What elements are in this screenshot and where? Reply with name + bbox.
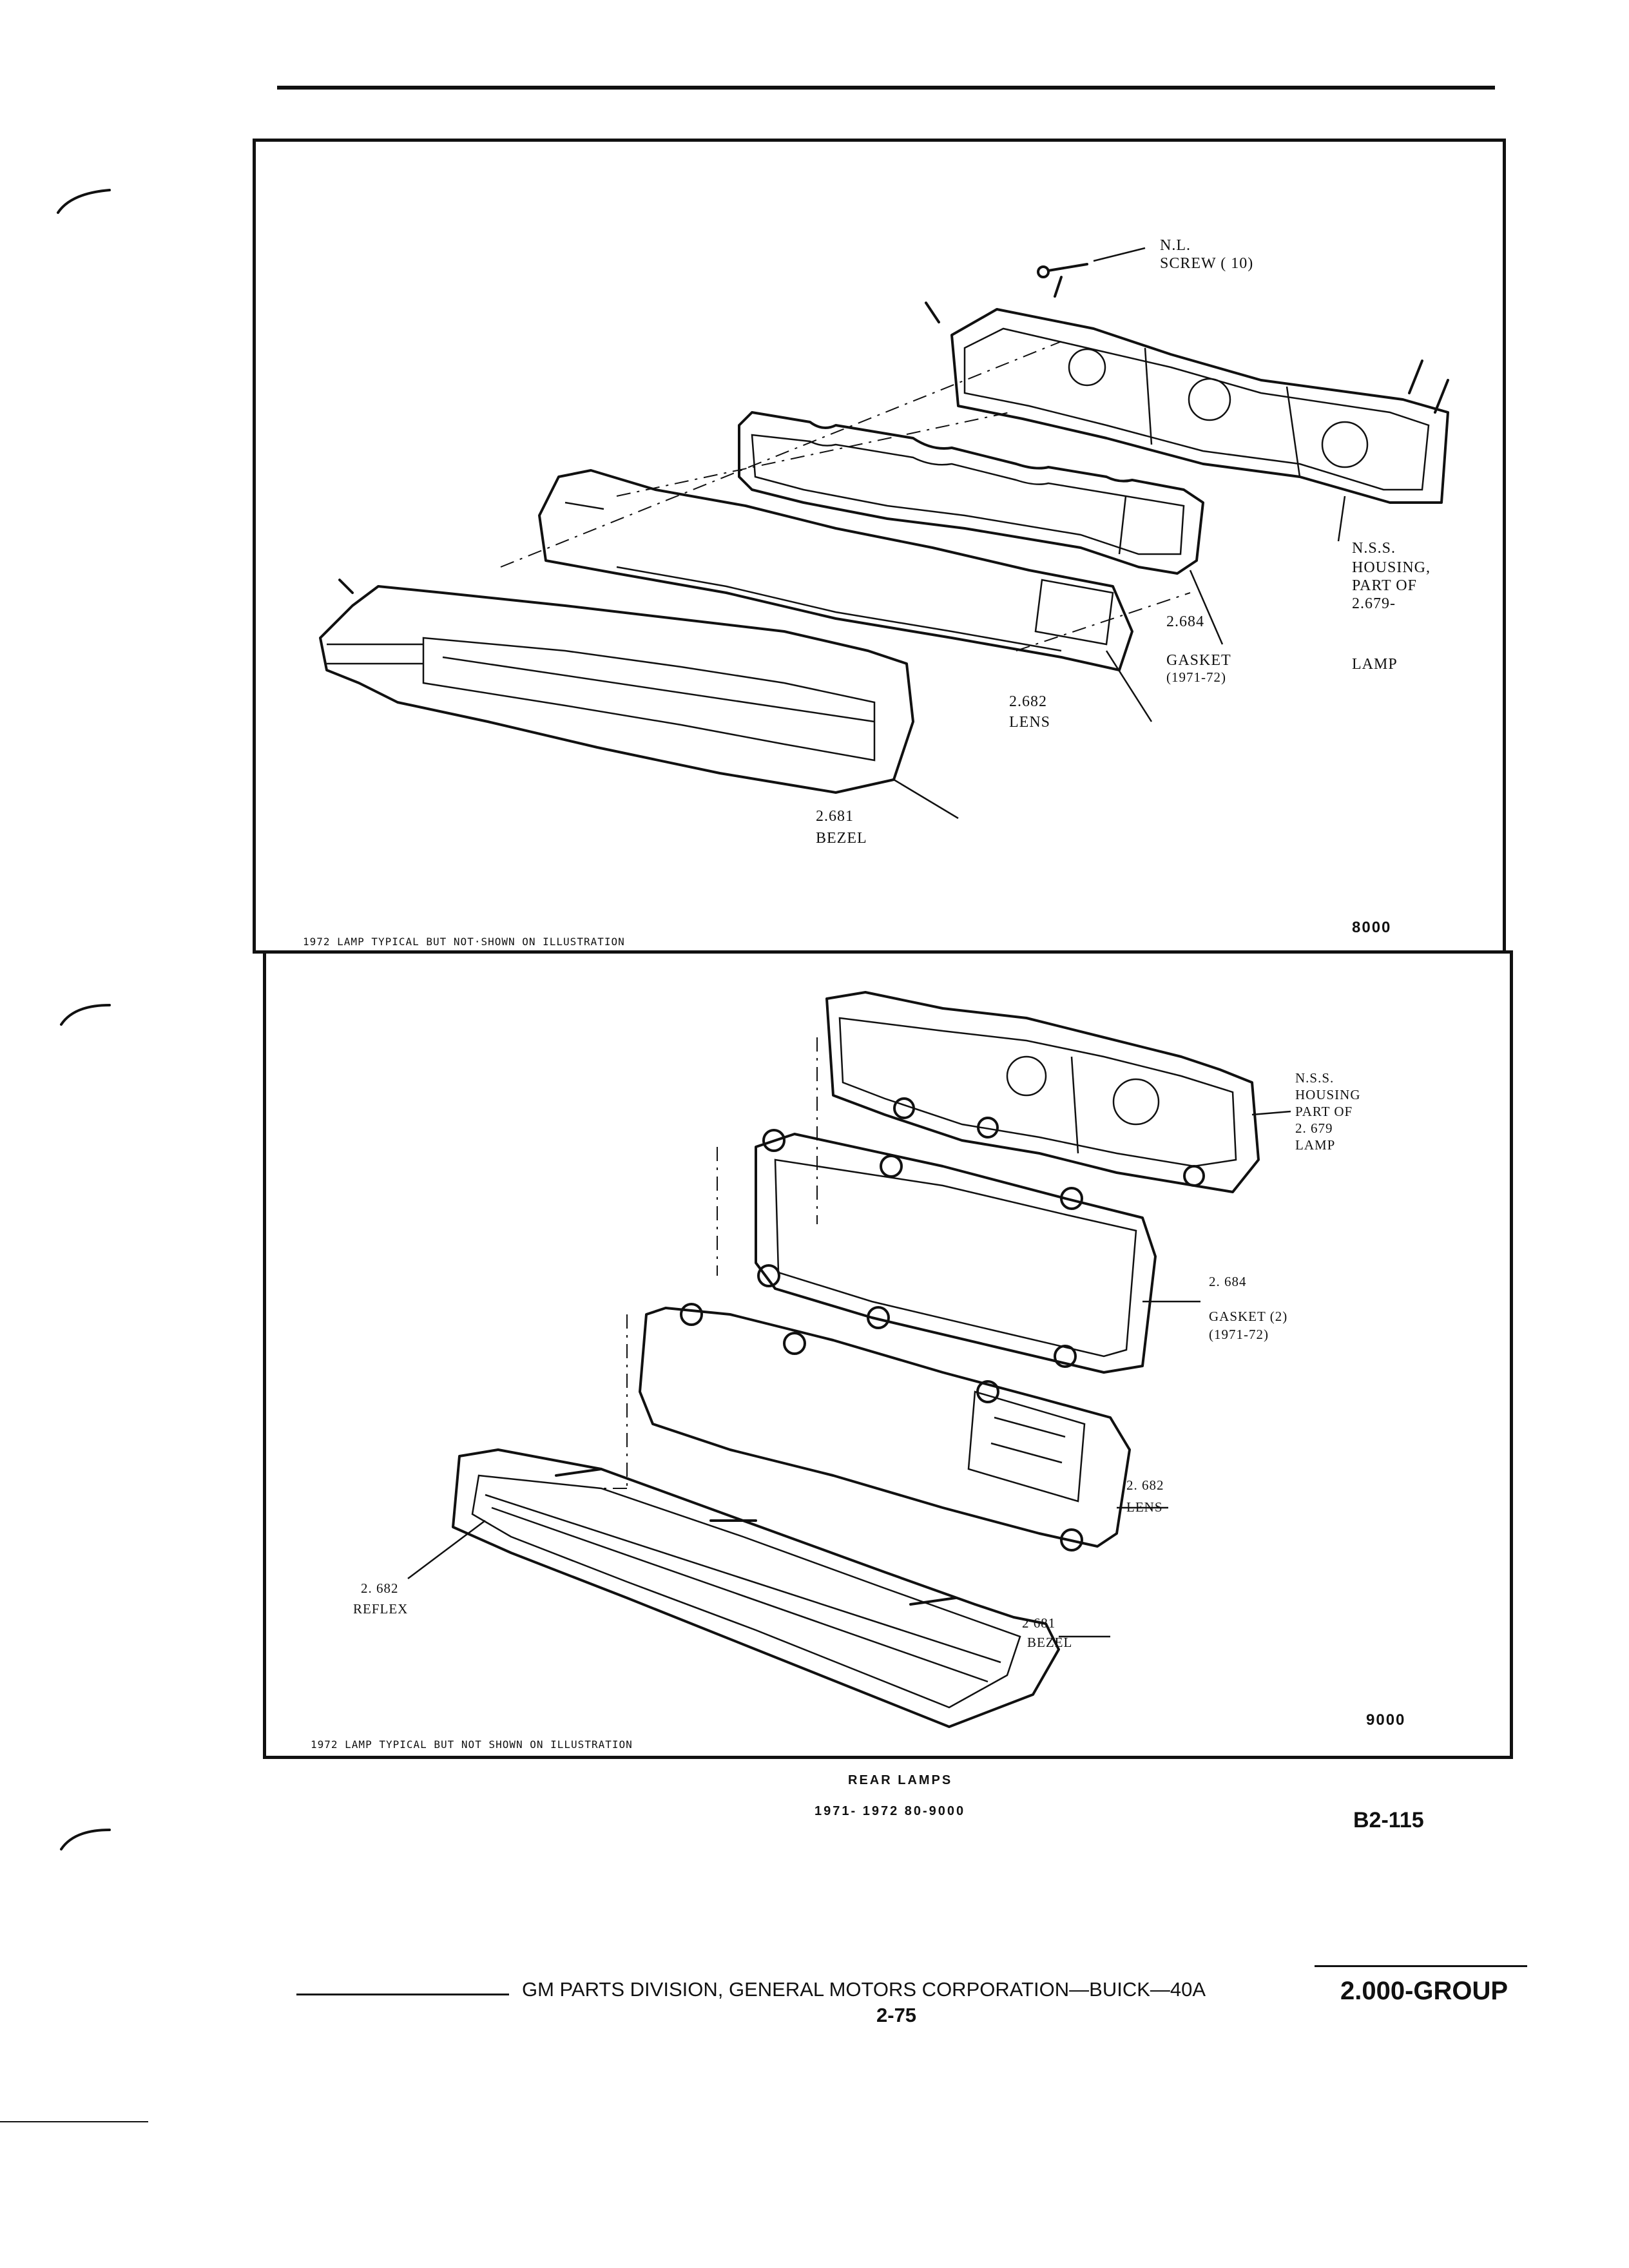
exploded-view-8000 (319, 247, 1449, 820)
footer-group: 2.000-GROUP (1340, 1977, 1509, 2005)
label-lens9-num: 2. 682 (1126, 1477, 1164, 1493)
footer-page: 2-75 (876, 2004, 917, 2026)
label-housing9-ref5: LAMP (1295, 1137, 1336, 1153)
page-ref: B2-115 (1353, 1808, 1424, 1832)
caption-subtitle: 1971- 1972 80-9000 (815, 1804, 966, 1818)
housing-9000 (825, 991, 1291, 1193)
lens-8000 (538, 469, 1153, 722)
bezel-8000 (319, 579, 959, 820)
label-gasket-years: (1971-72) (1166, 669, 1226, 685)
housing-8000 (925, 276, 1449, 504)
label-bezel-name: BEZEL (816, 830, 867, 847)
footer-rule-left (296, 1994, 509, 1995)
gasket-8000 (738, 411, 1224, 645)
label-housing-ref5: LAMP (1352, 656, 1398, 673)
label-housing-ref3: PART OF (1352, 577, 1417, 594)
series-code-9000: 9000 (1366, 1711, 1406, 1729)
label-reflex9-num: 2. 682 (361, 1581, 399, 1596)
top-rule (277, 86, 1495, 90)
footer-text: GM PARTS DIVISION, GENERAL MOTORS CORPOR… (522, 1978, 1206, 2001)
label-gasket-num: 2.684 (1166, 613, 1204, 630)
label-reflex9-name: REFLEX (353, 1601, 409, 1617)
label-lens-name: LENS (1009, 714, 1050, 731)
label-bezel9-name: BEZEL (1027, 1635, 1073, 1650)
exploded-view-9000 (407, 991, 1291, 1728)
label-housing9-ref4: 2. 679 (1295, 1120, 1333, 1136)
label-housing9-ref2: HOUSING (1295, 1087, 1361, 1102)
caption-title: REAR LAMPS (848, 1773, 953, 1787)
lens-9000 (639, 1303, 1168, 1552)
margin-marks (57, 189, 111, 1850)
series-code-8000: 8000 (1352, 919, 1392, 936)
label-housing-ref1: N.S.S. (1352, 540, 1396, 557)
footnote-8000: 1972 LAMP TYPICAL BUT NOT·SHOWN ON ILLUS… (303, 936, 625, 948)
label-gasket9-years: (1971-72) (1209, 1327, 1269, 1342)
footnote-9000: 1972 LAMP TYPICAL BUT NOT SHOWN ON ILLUS… (311, 1738, 633, 1751)
label-gasket9-num: 2. 684 (1209, 1274, 1247, 1289)
label-bezel-num: 2.681 (816, 808, 854, 825)
label-bezel9-num: 2 681 (1022, 1615, 1056, 1631)
diagram-panel-9000 (263, 950, 1513, 1759)
label-housing9-ref3: PART OF (1295, 1104, 1353, 1119)
label-gasket9-name: GASKET (2) (1209, 1309, 1288, 1324)
bezel-9000 (407, 1448, 1110, 1728)
footer-rule-right (1315, 1965, 1527, 1967)
label-lens9-name: LENS (1126, 1499, 1163, 1515)
label-housing-ref4: 2.679- (1352, 595, 1396, 612)
label-housing9-ref1: N.S.S. (1295, 1070, 1335, 1086)
label-screw-ref: N.L. (1160, 237, 1191, 254)
label-lens-num: 2.682 (1009, 693, 1047, 710)
label-housing-ref2: HOUSING, (1352, 559, 1431, 576)
label-gasket-name: GASKET (1166, 652, 1231, 669)
screw-8000 (1037, 247, 1146, 278)
footer-bottom-rule (0, 2121, 148, 2122)
label-screw-name: SCREW ( 10) (1160, 255, 1254, 272)
gasket-9000 (755, 1129, 1200, 1374)
